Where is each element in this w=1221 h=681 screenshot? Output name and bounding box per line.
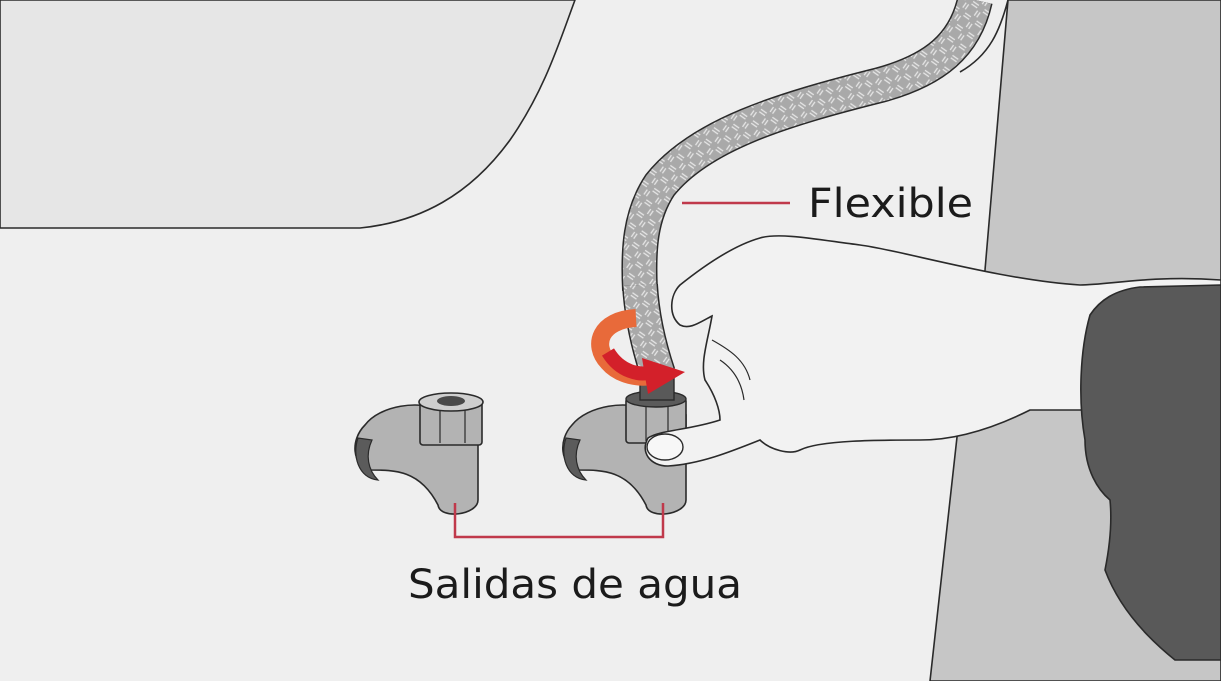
flexible-label: Flexible <box>808 181 973 227</box>
water-outlets-bracket <box>453 503 665 539</box>
shirt-sleeve <box>1080 284 1221 661</box>
water-outlets-label: Salidas de agua <box>408 562 742 608</box>
sink-basin <box>0 0 576 229</box>
water-outlet-left <box>354 392 484 515</box>
clockwise-arrow-icon <box>591 309 685 394</box>
hand <box>644 235 1221 467</box>
